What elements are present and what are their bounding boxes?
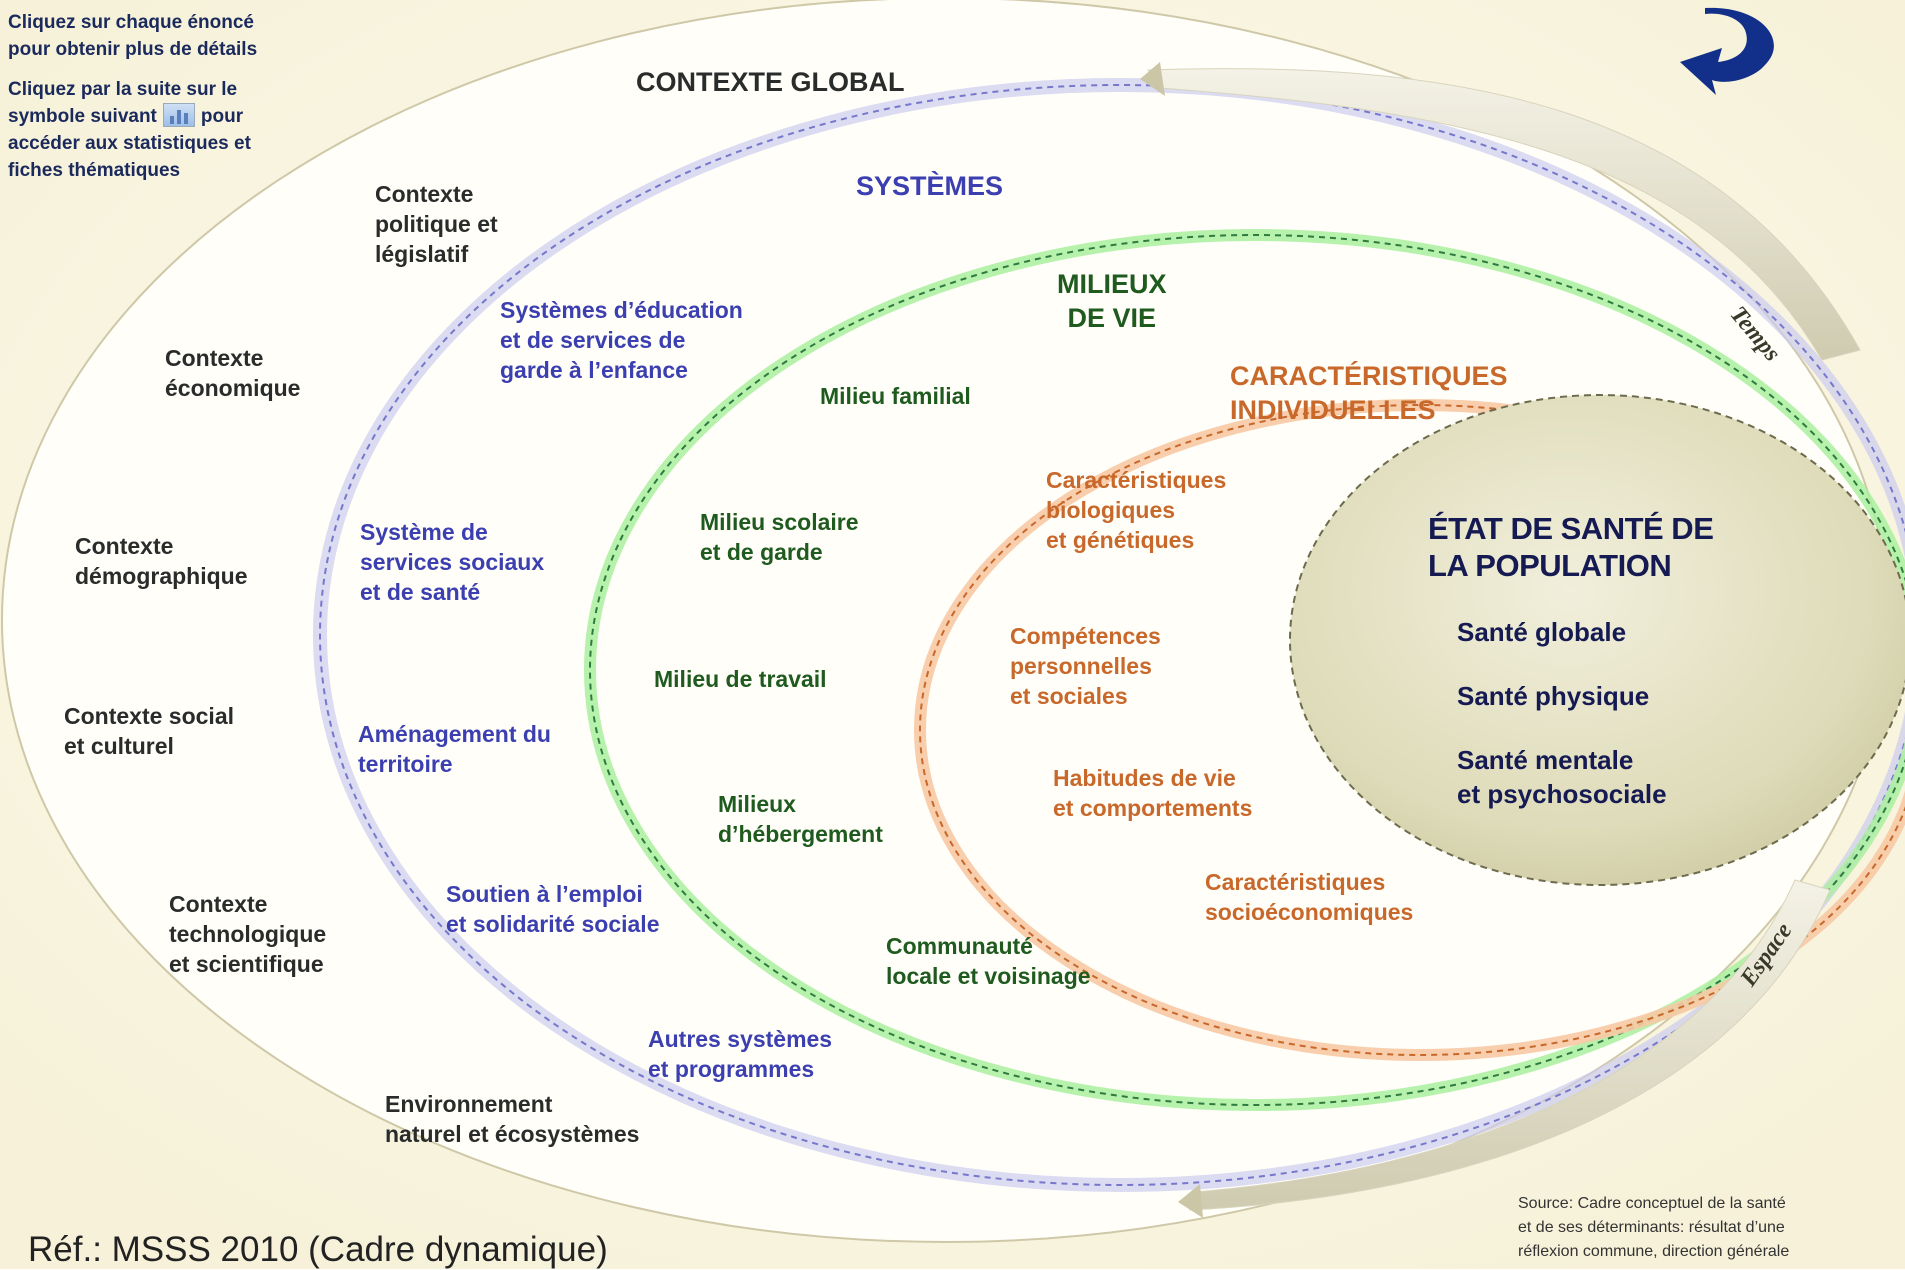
reference-text: Réf.: MSSS 2010 (Cadre dynamique) xyxy=(28,1230,608,1269)
global-item-technologique[interactable]: Contexte technologique et scientifique xyxy=(169,891,327,977)
global-item-demographique[interactable]: Contexte démographique xyxy=(75,533,248,589)
etat-sante-ellipse xyxy=(1289,394,1905,886)
milieux-item-travail[interactable]: Milieu de travail xyxy=(654,666,827,692)
systems-item-autres[interactable]: Autres systèmes et programmes xyxy=(648,1026,833,1082)
milieux-item-familial[interactable]: Milieu familial xyxy=(820,383,971,409)
navigation-arrow-icon[interactable] xyxy=(1680,7,1774,96)
systems-item-services-sociaux[interactable]: Système de services sociaux et de santé xyxy=(360,519,545,605)
source-text: Source: Cadre conceptuel de la santé et … xyxy=(1518,1195,1790,1260)
global-item-politique[interactable]: Contexte politique et législatif xyxy=(375,181,498,267)
etat-sante-title[interactable]: ÉTAT DE SANTÉ DE LA POPULATION xyxy=(1428,511,1714,584)
instruction-stats-before: Cliquez par la suite sur le symbole suiv… xyxy=(8,79,238,127)
global-item-social-culturel[interactable]: Contexte social et culturel xyxy=(64,703,234,759)
global-item-environnement[interactable]: Environnement naturel et écosystèmes xyxy=(385,1091,640,1147)
temps-arrow xyxy=(1147,68,1861,361)
caracteristiques-item-competences[interactable]: Compétences personnelles et sociales xyxy=(1010,623,1161,709)
milieux-ring xyxy=(589,234,1905,1106)
instruction-stats: Cliquez par la suite sur le symbole suiv… xyxy=(8,77,251,185)
milieux-title[interactable]: MILIEUX DE VIE xyxy=(1057,269,1167,333)
caracteristiques-item-socioeconomiques[interactable]: Caractéristiques socioéconomiques xyxy=(1205,869,1414,925)
caracteristiques-item-habitudes[interactable]: Habitudes de vie et comportements xyxy=(1053,765,1253,821)
espace-arrowhead xyxy=(1178,1184,1203,1218)
systems-item-education[interactable]: Systèmes d’éducation et de services de g… xyxy=(500,297,743,383)
milieux-item-hebergement[interactable]: Milieux d’hébergement xyxy=(718,791,883,847)
milieux-item-scolaire[interactable]: Milieu scolaire et de garde xyxy=(700,509,859,565)
milieux-item-communaute[interactable]: Communauté locale et voisinage xyxy=(886,933,1091,989)
caracteristiques-title[interactable]: CARACTÉRISTIQUES INDIVIDUELLES xyxy=(1230,361,1508,425)
systems-ring xyxy=(319,84,1905,1186)
etat-item-sante-physique[interactable]: Santé physique xyxy=(1457,681,1650,711)
espace-arrow xyxy=(1189,879,1831,1211)
instruction-click-statement: Cliquez sur chaque énoncé pour obtenir p… xyxy=(8,12,258,60)
temps-arrowhead xyxy=(1140,62,1165,96)
caracteristiques-item-biologiques[interactable]: Caractéristiques biologiques et génétiqu… xyxy=(1046,467,1227,553)
global-item-economique[interactable]: Contexte économique xyxy=(165,345,301,401)
instruction-stats-after: pour accéder aux statistiques et fiches … xyxy=(8,105,251,181)
etat-item-sante-mentale[interactable]: Santé mentale et psychosociale xyxy=(1457,745,1667,809)
etat-item-sante-globale[interactable]: Santé globale xyxy=(1457,617,1627,647)
systems-item-soutien-emploi[interactable]: Soutien à l’emploi et solidarité sociale xyxy=(446,881,660,937)
statistics-icon[interactable] xyxy=(162,102,195,127)
systems-title[interactable]: SYSTÈMES xyxy=(856,171,1004,201)
caracteristiques-ring xyxy=(919,404,1905,1056)
systems-item-amenagement[interactable]: Aménagement du territoire xyxy=(358,721,551,777)
global-context-title[interactable]: CONTEXTE GLOBAL xyxy=(636,67,905,97)
